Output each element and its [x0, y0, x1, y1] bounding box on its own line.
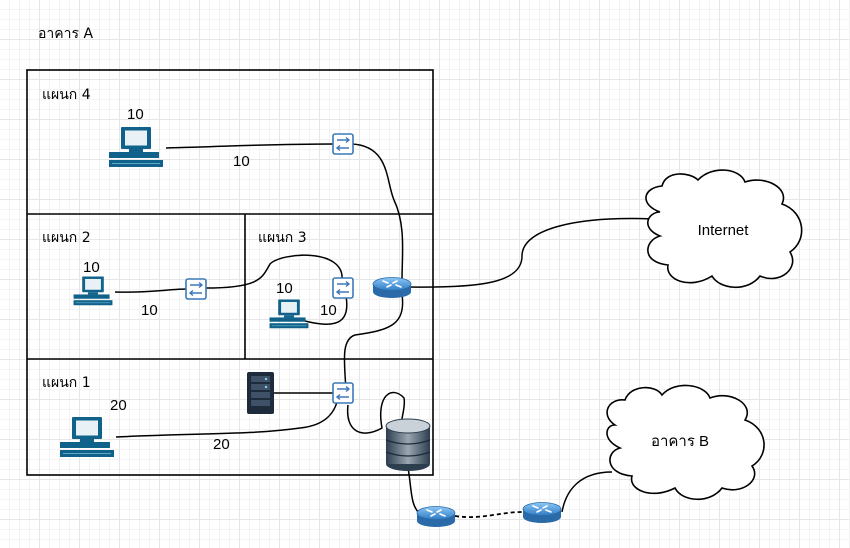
network-switch-icon	[332, 133, 354, 155]
router-building-b-edge[interactable]	[522, 501, 562, 524]
link-pc1-switch1	[115, 397, 339, 438]
link-pc4-switch4	[165, 143, 335, 149]
department-1-label: แผนก 1	[42, 375, 91, 391]
core-router[interactable]	[372, 276, 412, 299]
link-pc2-switch2	[114, 288, 188, 293]
switch-department-1[interactable]	[332, 382, 354, 404]
link-switch1-storage	[346, 391, 406, 434]
pc-count-department-1: 20	[110, 397, 127, 414]
department-4-label: แผนก 4	[42, 87, 91, 103]
link-count-department-3: 10	[320, 302, 337, 319]
pc-department-4[interactable]	[108, 126, 164, 168]
building-b-label: อาคาร B	[651, 433, 709, 450]
link-switch4-router	[351, 143, 404, 281]
link-dashed-router-b1-b2	[454, 511, 523, 519]
link-router-switch1	[343, 293, 404, 393]
database-storage-icon	[385, 418, 431, 471]
department-3-label: แผนก 3	[258, 230, 307, 246]
connections	[114, 143, 653, 519]
link-pc3-switch3	[304, 295, 348, 325]
building-b-cloud[interactable]: อาคาร B	[606, 384, 765, 501]
router-icon	[416, 505, 456, 528]
building-a-label: อาคาร A	[38, 26, 93, 42]
network-switch-icon	[332, 277, 354, 299]
pc-department-3[interactable]	[269, 299, 309, 329]
pc-count-department-3: 10	[276, 280, 293, 297]
link-count-department-1: 20	[213, 436, 230, 453]
storage[interactable]	[385, 418, 431, 471]
link-switch2-switch3	[204, 254, 343, 289]
router-building-a-edge[interactable]	[416, 505, 456, 528]
desktop-computer-icon	[59, 416, 115, 458]
desktop-computer-icon	[108, 126, 164, 168]
pc-count-department-2: 10	[83, 259, 100, 276]
server-rack-icon	[247, 372, 274, 414]
desktop-computer-icon	[269, 299, 309, 329]
switch-department-2[interactable]	[185, 278, 207, 300]
cloud-icon	[645, 169, 803, 288]
pc-count-department-4: 10	[127, 106, 144, 123]
server-rack[interactable]	[247, 372, 274, 414]
link-router-b2-building-b	[561, 471, 613, 513]
cloud-icon	[606, 384, 765, 501]
router-icon	[522, 501, 562, 524]
link-count-department-4: 10	[233, 153, 250, 170]
building-a-outline	[26, 69, 434, 476]
link-router-internet	[409, 217, 653, 288]
desktop-computer-icon	[73, 276, 113, 306]
router-icon	[372, 276, 412, 299]
pc-department-1[interactable]	[59, 416, 115, 458]
link-count-department-2: 10	[141, 302, 158, 319]
network-switch-icon	[332, 382, 354, 404]
department-2-label: แผนก 2	[42, 230, 91, 246]
internet-cloud[interactable]: Internet	[645, 169, 803, 288]
pc-department-2[interactable]	[73, 276, 113, 306]
network-switch-icon	[185, 278, 207, 300]
switch-department-4[interactable]	[332, 133, 354, 155]
internet-label: Internet	[698, 222, 750, 239]
switch-department-3[interactable]	[332, 277, 354, 299]
